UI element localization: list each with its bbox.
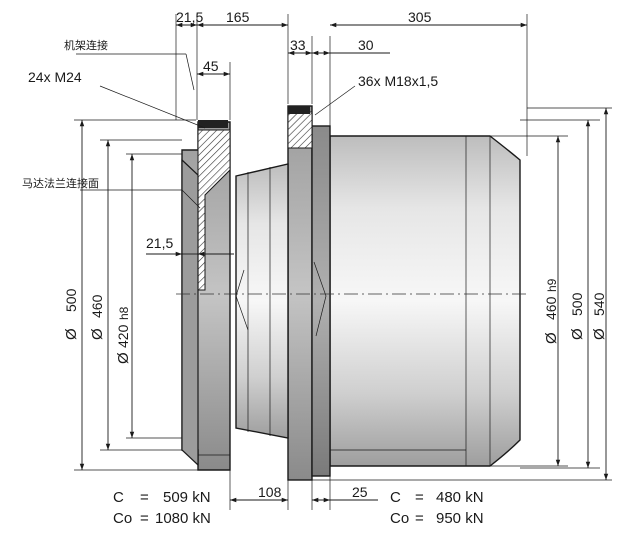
- dia-symbol-500-right: Ø: [569, 328, 586, 340]
- load-left-c-eq: =: [140, 489, 149, 506]
- bottom-dimensions: 108 25: [229, 466, 378, 510]
- load-right-c-label: C: [390, 489, 401, 506]
- load-left-co-label: Co: [113, 510, 132, 527]
- dim-420-tolerance: h8: [117, 306, 131, 320]
- load-right-c-eq: =: [415, 489, 424, 506]
- right-bolt-section: [287, 111, 313, 149]
- dim-460-tolerance: h9: [545, 278, 559, 292]
- right-flange-inner: [311, 125, 331, 477]
- dim-21-5-inner: 21,5: [146, 235, 173, 251]
- right-flange: [287, 105, 313, 481]
- dia-symbol-460-right: Ø: [543, 332, 560, 344]
- left-bolt-top: [198, 120, 228, 128]
- dim-45: 45: [203, 58, 219, 74]
- callout-bolts-left: 24x M24: [28, 69, 82, 85]
- load-ratings-right: C = 480 kN Co = 950 kN: [390, 489, 484, 527]
- load-right-co-value: 950 kN: [436, 510, 484, 527]
- right-diameter-dimensions: Ø 460 h9 Ø 500 Ø 540: [300, 107, 612, 481]
- load-right-co-eq: =: [415, 510, 424, 527]
- dia-symbol-420-left: Ø: [115, 352, 132, 364]
- gearbox-body: [176, 105, 528, 481]
- break-line-right: [313, 261, 327, 337]
- callout-frame-connection: 机架连接: [64, 38, 108, 52]
- dim-21-5-top: 21,5: [176, 9, 203, 25]
- dim-30: 30: [358, 37, 374, 53]
- left-motor-face: [181, 158, 199, 467]
- callouts: 机架连接 24x M24 马达法兰连接面 36x M18x1,5: [22, 38, 438, 209]
- load-right-co-label: Co: [390, 510, 409, 527]
- callout-motor-flange-face: 马达法兰连接面: [22, 176, 99, 190]
- callout-bolts-right: 36x M18x1,5: [358, 73, 438, 89]
- load-ratings-left: C = 509 kN Co = 1080 kN: [113, 489, 211, 527]
- left-diameter-dimensions: Ø 500 Ø 460 Ø 420 h8: [63, 119, 198, 471]
- load-left-c-label: C: [113, 489, 124, 506]
- right-bolt-top: [288, 106, 310, 114]
- middle-neck: [235, 163, 289, 439]
- load-left-co-value: 1080 kN: [155, 510, 211, 527]
- top-dimensions: 21,5 165 305 45 33 30: [175, 9, 528, 156]
- dim-33: 33: [290, 37, 306, 53]
- dim-108: 108: [258, 484, 282, 500]
- dim-305: 305: [408, 9, 432, 25]
- dim-25: 25: [352, 484, 368, 500]
- dim-460-left: 460: [89, 294, 105, 318]
- break-line-left: [235, 269, 249, 331]
- load-left-c-value: 509 kN: [163, 489, 211, 506]
- dim-500-right: 500: [569, 292, 585, 316]
- dim-165: 165: [226, 9, 250, 25]
- dim-420-left: 420: [115, 324, 131, 348]
- dim-540-right: 540: [591, 292, 607, 316]
- dim-460-right: 460: [543, 296, 559, 320]
- dia-symbol-540-right: Ø: [591, 328, 608, 340]
- inner-dimension-21-5: 21,5: [146, 235, 234, 257]
- dim-500-left: 500: [63, 288, 79, 312]
- dia-symbol-460-left: Ø: [89, 328, 106, 340]
- dia-symbol-500-left: Ø: [63, 328, 80, 340]
- load-right-c-value: 480 kN: [436, 489, 484, 506]
- right-drum: [329, 135, 521, 467]
- load-left-co-eq: =: [140, 510, 149, 527]
